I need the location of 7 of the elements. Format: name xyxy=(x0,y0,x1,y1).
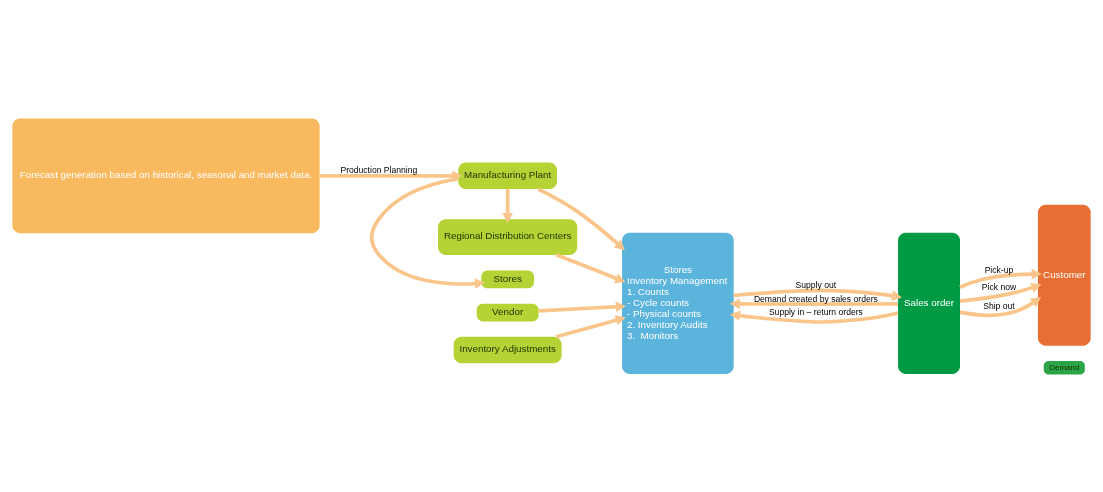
edge-label: Supply in – return orders xyxy=(768,306,863,317)
edge-label: Production Planning xyxy=(340,164,418,175)
edge-label: Supply out xyxy=(795,279,837,290)
edge-label: Demand created by sales orders xyxy=(753,293,878,304)
edge-label: Ship out xyxy=(983,300,1015,311)
edge-label: Pick now xyxy=(981,281,1017,292)
edge-label: Pick-up xyxy=(984,264,1014,275)
